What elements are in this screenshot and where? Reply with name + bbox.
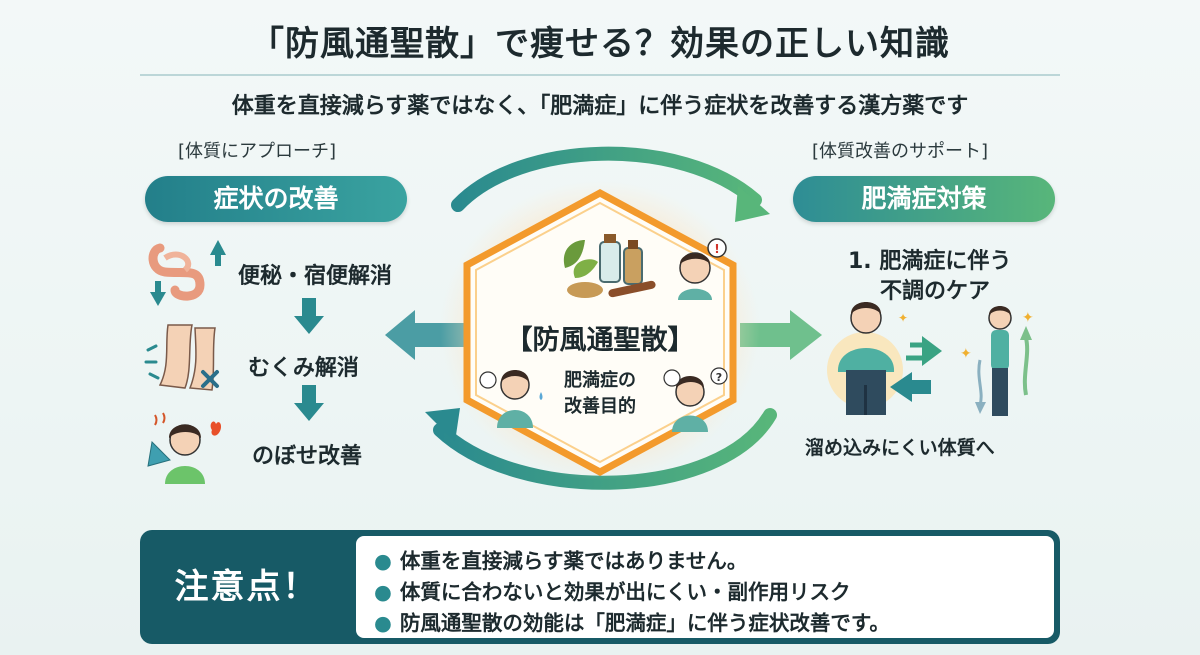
- svg-text:?: ?: [716, 371, 722, 384]
- person-confused-icon: ?: [663, 367, 728, 432]
- down-arrow-2: [294, 385, 324, 421]
- svg-text:✦: ✦: [1022, 310, 1034, 326]
- obesity-countermeasure-pill: 肥満症対策: [793, 176, 1055, 222]
- svg-text:✦: ✦: [898, 311, 908, 325]
- hot-flash-relief-text: のぼせ改善: [252, 444, 363, 469]
- obesity-care-line-1: 1. 肥満症に伴う: [848, 249, 1012, 274]
- bullet-dot-icon: ●: [374, 611, 392, 635]
- worried-person-icon: !: [678, 238, 727, 300]
- warning-box: 注意点！ ●体重を直接減らす薬ではありません。 ●体質に合わないと効果が出にくい…: [140, 530, 1060, 644]
- down-arrow-1: [294, 298, 324, 334]
- bullet-dot-icon: ●: [374, 580, 392, 604]
- body-change-illustration: ✦ ✦ ✦: [827, 302, 1034, 416]
- warning-bullet-1: ●体重を直接減らす薬ではありません。: [374, 549, 748, 573]
- medicine-name: 【防風通聖散】: [505, 325, 695, 356]
- warning-bullet-2: ●体質に合わないと効果が出にくい・副作用リスク: [374, 580, 851, 604]
- page-subtitle: 体重を直接減らす薬ではなく、「肥満症」に伴う症状を改善する漢方薬です: [231, 94, 969, 119]
- symptom-improvement-pill: 症状の改善: [145, 176, 407, 222]
- person-sweating-icon: [479, 370, 543, 428]
- bullet-dot-icon: ●: [374, 549, 392, 573]
- left-section-bracket: [体質にアプローチ]: [178, 141, 337, 162]
- intestine-icon: [148, 240, 226, 306]
- herb-bottles-icon: [563, 234, 656, 298]
- cycle-arrow-bottom-head: [425, 408, 460, 442]
- swelling-relief-text: むくみ解消: [248, 356, 359, 381]
- right-section-bracket: [体質改善のサポート]: [812, 141, 989, 162]
- svg-text:!: !: [714, 242, 719, 256]
- cycle-arrow-bottom: [433, 408, 777, 490]
- center-hexagon: [463, 189, 737, 476]
- page-title: 「防風通聖散」で痩せる？効果の正しい知識: [250, 24, 950, 64]
- title-divider: [140, 74, 1060, 76]
- svg-text:✦: ✦: [960, 346, 972, 362]
- warning-bullet-3: ●防風通聖散の効能は「肥満症」に伴う症状改善です。: [374, 611, 890, 635]
- body-type-caption: 溜め込みにくい体質へ: [805, 437, 995, 459]
- purpose-line-2: 改善目的: [564, 396, 636, 417]
- cycle-arrow-top: [451, 146, 762, 212]
- hot-flash-person-icon: [147, 412, 222, 484]
- constipation-relief-text: 便秘・宿便解消: [238, 264, 393, 289]
- warning-label: 注意点！: [174, 567, 319, 607]
- swollen-legs-icon: [144, 324, 219, 391]
- warning-panel: ●体重を直接減らす薬ではありません。 ●体質に合わないと効果が出にくい・副作用リ…: [356, 536, 1054, 638]
- obesity-care-line-2: 不調のケア: [880, 279, 991, 304]
- cycle-arrow-top-head: [735, 186, 770, 222]
- purpose-line-1: 肥満症の: [564, 370, 636, 391]
